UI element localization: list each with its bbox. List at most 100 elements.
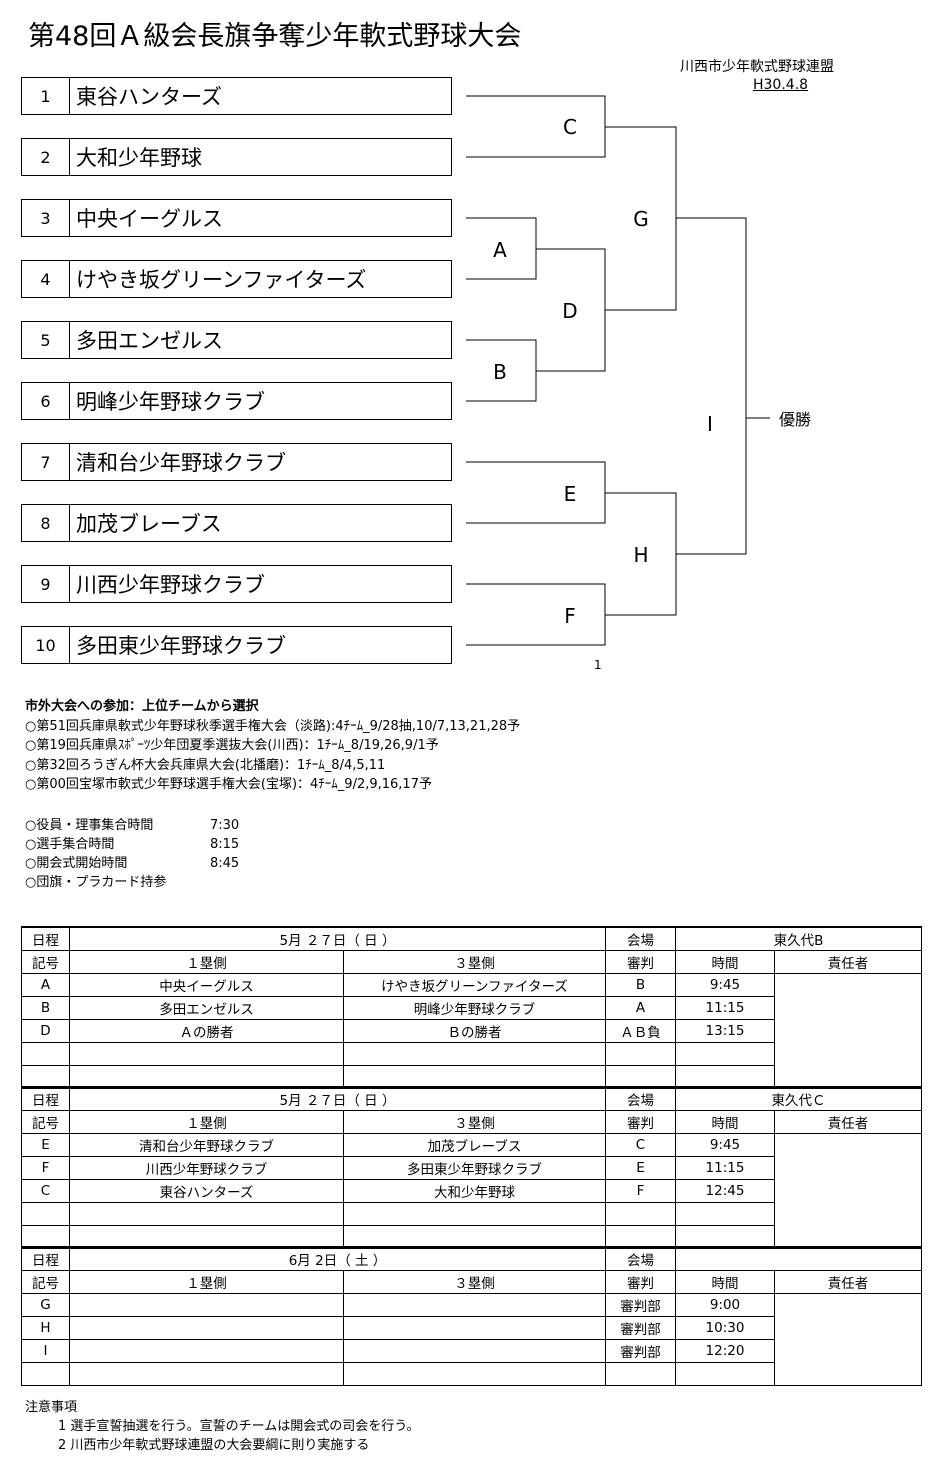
table-row: [21, 1065, 922, 1089]
side3-team: [343, 1202, 606, 1226]
side1-team: [69, 1339, 344, 1363]
responsible-header: 責任者: [774, 1270, 922, 1294]
responsible-header: 責任者: [773, 950, 923, 974]
match-code: C: [21, 1179, 70, 1203]
time-row: ○開会式開始時間 8:45: [25, 854, 239, 873]
side1-team: 東谷ハンターズ: [69, 1179, 344, 1203]
venue-label: 会場: [605, 1086, 676, 1111]
match-time: 12:20: [675, 1339, 775, 1363]
side3-team: 加茂ブレーブス: [343, 1133, 606, 1157]
team-name: 川西少年野球クラブ: [76, 573, 265, 597]
time-row: ○選手集合時間 8:15: [25, 835, 239, 854]
side3-team: 明峰少年野球クラブ: [343, 996, 606, 1020]
match-code: G: [21, 1293, 70, 1317]
match-time: 9:45: [675, 1133, 775, 1157]
outside-heading: 市外大会への参加：上位チームから選択: [25, 699, 259, 714]
side1-team: [69, 1316, 344, 1340]
time-row: ○団旗・プラカード持参: [25, 873, 239, 892]
side1-team: [69, 1293, 344, 1317]
day-label: 日程: [21, 1086, 70, 1111]
day-label: 日程: [21, 926, 70, 951]
team-name: けやき坂グリーンファイターズ: [76, 268, 367, 292]
match-code: D: [21, 1019, 70, 1043]
side3-team: [343, 1362, 606, 1386]
match-label-d: D: [562, 299, 577, 323]
match-label-e: E: [564, 482, 577, 506]
team-number: 5: [22, 322, 70, 358]
umpire: [605, 1042, 676, 1066]
side3-team: けやき坂グリーンファイターズ: [343, 973, 606, 997]
match-label-b: B: [493, 360, 507, 384]
side1-team: 多田エンゼルス: [69, 996, 344, 1020]
side3-team: [343, 1042, 606, 1066]
side3-team: [343, 1339, 606, 1363]
table-row: [21, 1202, 922, 1226]
match-label-c: C: [563, 115, 577, 139]
table-row: [21, 1225, 922, 1249]
match-code: I: [21, 1339, 70, 1363]
responsible-cell: [774, 1133, 922, 1249]
side3-team: [343, 1316, 606, 1340]
team-name: 中央イーグルス: [76, 207, 223, 231]
match-time: 12:45: [675, 1179, 775, 1203]
side3-team: Ｂの勝者: [343, 1019, 606, 1043]
bracket-line-f: [466, 583, 606, 646]
caution-notes: 注意事項 1 選手宣誓抽選を行う。宣誓のチームは開会式の司会を行う。 2 川西市…: [25, 1398, 419, 1455]
match-time: 13:15: [675, 1019, 775, 1043]
side3-team: [343, 1293, 606, 1317]
umpire-header: 審判: [605, 1110, 676, 1134]
match-label-g: G: [633, 207, 649, 231]
side3-team: [343, 1225, 606, 1249]
outside-item: ○第32回ろうぎん杯大会兵庫県大会(北播磨)：1ﾁｰﾑ_8/4,5,11: [25, 757, 386, 773]
time-value: 8:15: [210, 837, 240, 852]
tournament-bracket: C A D B G I E H F: [466, 95, 770, 646]
umpire: F: [605, 1179, 676, 1203]
team-number: 10: [22, 627, 70, 663]
caution-item: 1 選手宣誓抽選を行う。宣誓のチームは開会式の司会を行う。: [58, 1419, 420, 1434]
venue-label: 会場: [605, 1246, 676, 1271]
match-time: [675, 1362, 775, 1386]
match-code: A: [21, 973, 70, 997]
side1-team: 中央イーグルス: [69, 973, 344, 997]
time-label: ○役員・理事集合時間: [25, 818, 154, 833]
side3-team: 大和少年野球: [343, 1179, 606, 1203]
match-code: E: [21, 1133, 70, 1157]
time-label: ○団旗・プラカード持参: [25, 875, 167, 890]
match-code: [21, 1042, 70, 1066]
match-time: 11:15: [675, 1156, 775, 1180]
team-name: 加茂ブレーブス: [76, 512, 222, 536]
time-value: 7:30: [210, 818, 240, 833]
outside-item: ○第00回宝塚市軟式少年野球選手権大会(宝塚)：4ﾁｰﾑ_9/2,9,16,17…: [25, 777, 432, 792]
team-number: 2: [22, 139, 70, 175]
team-name: 多田エンゼルス: [76, 329, 223, 353]
side3-header: ３塁側: [343, 1270, 606, 1294]
time-header: 時間: [675, 1270, 775, 1294]
time-label: ○開会式開始時間: [25, 856, 128, 871]
venue-name: 東久代Ｃ: [675, 1086, 922, 1111]
match-label-i: I: [707, 412, 713, 436]
team-name: 清和台少年野球クラブ: [76, 451, 286, 475]
umpire: C: [605, 1133, 676, 1157]
team-name: 大和少年野球: [76, 146, 202, 170]
document-date: H30.4.8: [753, 77, 809, 93]
match-label-f: F: [564, 604, 576, 628]
team-number: 3: [22, 200, 70, 236]
match-time: 11:15: [675, 996, 775, 1020]
